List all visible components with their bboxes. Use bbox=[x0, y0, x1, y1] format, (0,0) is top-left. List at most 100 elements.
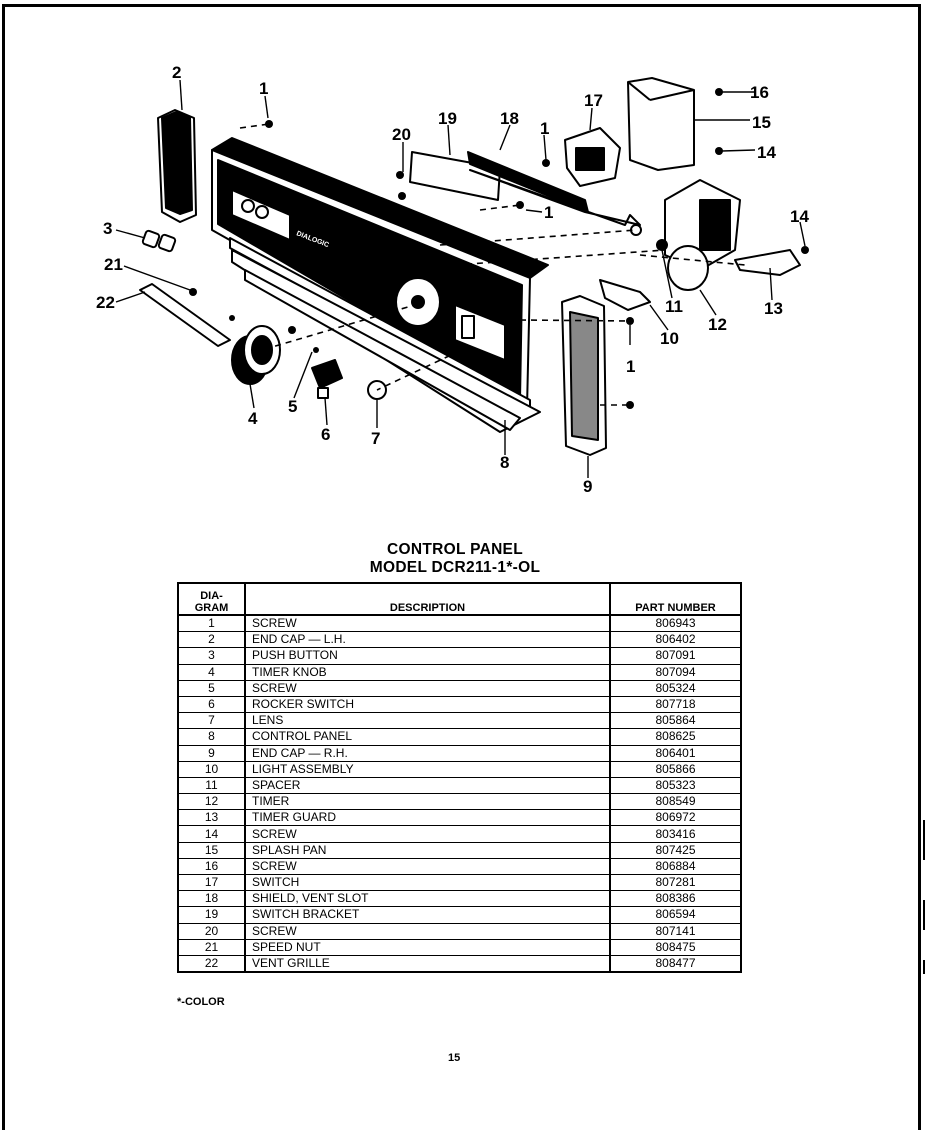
diagram-number-cell: 22 bbox=[177, 955, 246, 973]
page-border-left bbox=[2, 4, 5, 1130]
diagram-number-cell: 4 bbox=[177, 664, 246, 681]
page-border-top bbox=[2, 4, 920, 7]
callout-22: 22 bbox=[96, 293, 115, 312]
part-number-cell: 808386 bbox=[609, 890, 742, 908]
callout-14a: 14 bbox=[790, 207, 809, 226]
callout-1d: 1 bbox=[626, 357, 635, 376]
callout-5: 5 bbox=[288, 397, 297, 416]
description-cell: SCREW bbox=[244, 825, 611, 843]
push-button-part bbox=[141, 229, 177, 253]
screw-part bbox=[189, 88, 809, 409]
diagram-number-cell: 1 bbox=[177, 615, 246, 633]
description-cell: TIMER KNOB bbox=[244, 664, 611, 681]
part-number-cell: 805324 bbox=[609, 680, 742, 697]
callout-9: 9 bbox=[583, 477, 592, 496]
callout-11: 11 bbox=[665, 297, 683, 316]
end-cap-left-part bbox=[157, 109, 197, 223]
scan-edge-mark bbox=[923, 820, 925, 860]
part-number-cell: 807141 bbox=[609, 923, 742, 940]
vent-grille-left-part bbox=[139, 283, 231, 347]
splash-pan-part bbox=[627, 77, 695, 171]
description-cell: END CAP — R.H. bbox=[244, 745, 611, 762]
diagram-number-cell: 8 bbox=[177, 728, 246, 746]
switch-bracket-part bbox=[409, 151, 641, 226]
diagram-number-cell: 19 bbox=[177, 906, 246, 924]
description-cell: SPEED NUT bbox=[244, 939, 611, 956]
diagram-number-cell: 9 bbox=[177, 745, 246, 762]
description-cell: TIMER GUARD bbox=[244, 809, 611, 827]
diagram-number-cell: 18 bbox=[177, 890, 246, 908]
part-number-cell: 807281 bbox=[609, 874, 742, 892]
callout-1c: 1 bbox=[544, 203, 553, 222]
callout-12: 12 bbox=[708, 315, 727, 334]
light-assembly-part bbox=[599, 279, 651, 311]
rocker-switch-part bbox=[311, 359, 343, 399]
description-cell: SPLASH PAN bbox=[244, 842, 611, 859]
exploded-parts-diagram: DIALOGIC 1 2 3 4 5 6 7 8 9 10 11 12 13 1… bbox=[96, 63, 809, 496]
part-number-cell: 806943 bbox=[609, 615, 742, 633]
part-number-cell: 808625 bbox=[609, 728, 742, 746]
diagram-header-line1: DIA- bbox=[200, 590, 223, 602]
part-number-cell: 806401 bbox=[609, 745, 742, 762]
description-cell: LENS bbox=[244, 712, 611, 730]
callout-21: 21 bbox=[104, 255, 123, 274]
callout-8: 8 bbox=[500, 453, 509, 472]
callout-10: 10 bbox=[660, 329, 679, 348]
part-number-cell: 805866 bbox=[609, 761, 742, 778]
part-number-cell: 807425 bbox=[609, 842, 742, 859]
callout-1: 1 bbox=[259, 79, 268, 98]
callout-19: 19 bbox=[438, 109, 457, 128]
diagram-number-cell: 21 bbox=[177, 939, 246, 956]
diagram-number-cell: 5 bbox=[177, 680, 246, 697]
control-panel-part bbox=[211, 137, 549, 433]
part-number-cell: 807094 bbox=[609, 664, 742, 681]
callout-4: 4 bbox=[248, 409, 258, 428]
description-cell: SCREW bbox=[244, 923, 611, 940]
diagram-number-cell: 13 bbox=[177, 809, 246, 827]
diagram-number-cell: 17 bbox=[177, 874, 246, 892]
timer-guard-part bbox=[734, 249, 801, 276]
diagram-number-cell: 20 bbox=[177, 923, 246, 940]
callout-13: 13 bbox=[764, 299, 783, 318]
description-cell: CONTROL PANEL bbox=[244, 728, 611, 746]
description-cell: SPACER bbox=[244, 777, 611, 795]
description-cell: LIGHT ASSEMBLY bbox=[244, 761, 611, 778]
diagram-number-cell: 15 bbox=[177, 842, 246, 859]
part-number-cell: 808475 bbox=[609, 939, 742, 956]
footnote: *-COLOR bbox=[177, 996, 225, 1008]
description-cell: PUSH BUTTON bbox=[244, 647, 611, 665]
diagram-header-line2: GRAM bbox=[194, 602, 229, 614]
description-cell: SCREW bbox=[244, 858, 611, 876]
timer-knob-part bbox=[231, 325, 281, 385]
description-cell: END CAP — L.H. bbox=[244, 631, 611, 649]
callout-2: 2 bbox=[172, 63, 181, 82]
part-number-cell: 805323 bbox=[609, 777, 742, 795]
description-cell: TIMER bbox=[244, 793, 611, 811]
model-title: MODEL DCR211-1*-OL bbox=[369, 559, 541, 576]
callout-17: 17 bbox=[584, 91, 603, 110]
part-number-cell: 806972 bbox=[609, 809, 742, 827]
diagram-number-cell: 3 bbox=[177, 647, 246, 665]
part-number-cell: 807718 bbox=[609, 696, 742, 714]
callout-18: 18 bbox=[500, 109, 519, 128]
description-cell: SWITCH bbox=[244, 874, 611, 892]
callout-15: 15 bbox=[752, 113, 771, 132]
diagram-number-cell: 2 bbox=[177, 631, 246, 649]
part-number-cell: 805864 bbox=[609, 712, 742, 730]
